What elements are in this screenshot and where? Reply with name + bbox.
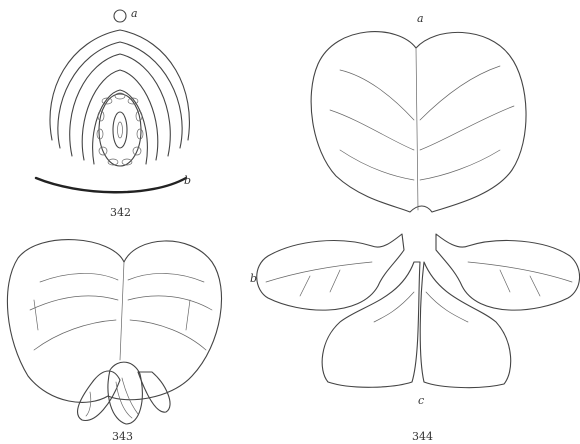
- figure-342-label-a: a: [131, 7, 138, 20]
- figure-344-label-a: a: [417, 12, 424, 25]
- figure-344-dissected-petals: a b c 344: [250, 12, 580, 443]
- pistil: [113, 112, 127, 148]
- standard-petal-a: [311, 32, 526, 212]
- axis-circle: [114, 10, 126, 22]
- figure-344-number: 344: [412, 430, 433, 443]
- figure-342-number: 342: [110, 206, 131, 219]
- figure-342-label-b: b: [184, 174, 191, 187]
- bract: [36, 178, 186, 192]
- figure-342-floral-diagram: a b 342: [36, 7, 191, 219]
- figure-344-label-b: b: [250, 272, 257, 285]
- figure-343-number: 343: [112, 430, 133, 443]
- standard-petal: [7, 240, 221, 403]
- wings-and-keel: [78, 362, 171, 424]
- figure-343-flower: 343: [7, 240, 221, 443]
- keel-petals-c: [322, 262, 511, 388]
- figure-344-label-c: c: [418, 394, 424, 407]
